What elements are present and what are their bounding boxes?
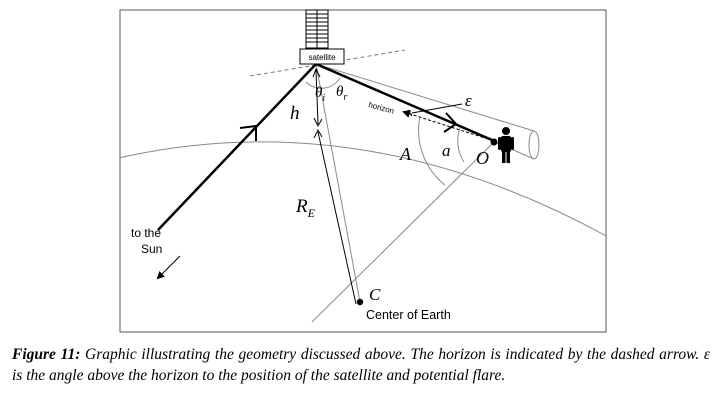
angle-a-arc (457, 127, 465, 163)
observer-point (490, 138, 498, 146)
h-top-arrow (312, 67, 321, 78)
angle-A-label: A (399, 144, 412, 164)
epsilon-label: ε (465, 91, 472, 110)
h-bottom-arrow (313, 117, 323, 128)
h-dimension-line (315, 69, 319, 125)
earth-surface-arc (120, 141, 606, 237)
horizon-label: horizon (367, 100, 395, 115)
h-label: h (290, 103, 300, 124)
caption-text: Graphic illustrating the geometry discus… (12, 346, 710, 384)
theta-arc (305, 77, 341, 89)
re-top-arrow (313, 128, 323, 139)
solar-panel (305, 9, 329, 49)
earth-radius-label: RE (295, 196, 316, 220)
re-dimension-line (317, 131, 357, 305)
angle-a-label: a (442, 141, 451, 160)
center-label: C (369, 285, 381, 304)
reflected-ray (315, 62, 493, 142)
reflected-ray-arrowhead (443, 112, 458, 133)
to-the-label: to the (131, 226, 161, 240)
satellite-center-line (315, 63, 361, 303)
to-sun-arrow (156, 255, 181, 280)
diagram-frame (119, 9, 607, 333)
cone-end-ellipse (528, 130, 540, 160)
horizon-arrow (402, 110, 489, 140)
theta-i-label: θi (315, 85, 325, 104)
horizon-tick (407, 109, 413, 117)
epsilon-pointer (411, 103, 463, 114)
center-of-earth-label: Center of Earth (366, 308, 451, 322)
observer-label: O (476, 148, 489, 168)
caption-label: Figure 11: (12, 346, 81, 363)
center-of-earth-point (356, 298, 364, 306)
person-icon (498, 127, 514, 163)
observer-radial-line (311, 139, 497, 323)
angle-A-arc (418, 115, 446, 186)
figure-caption: Figure 11: Graphic illustrating the geom… (12, 344, 710, 386)
theta-r-label: θr (336, 84, 347, 103)
sun-label: Sun (141, 242, 162, 256)
sun-ray-incident (157, 63, 317, 231)
cone-upper-line (315, 63, 535, 132)
satellite-label: satellite (308, 53, 336, 62)
satellite-body (299, 48, 345, 65)
incident-ray-arrowhead (239, 124, 257, 141)
